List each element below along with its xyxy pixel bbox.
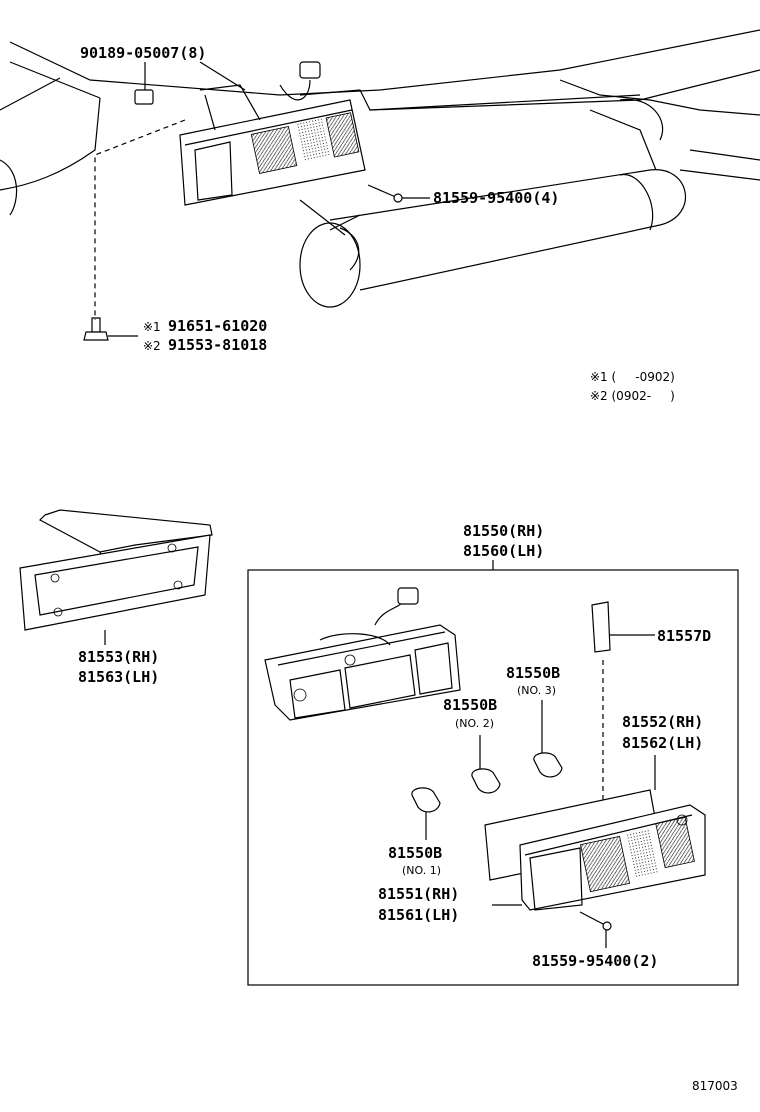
callout-gasket-rh: 81552(RH) bbox=[622, 713, 703, 731]
callout-bracket-rh: 81553(RH) bbox=[78, 648, 159, 666]
vehicle-frame-view bbox=[0, 29, 760, 308]
callout-screw-top: 81559-95400(4) bbox=[433, 189, 559, 207]
callout-bolt-b: 91553-81018 bbox=[168, 336, 267, 354]
callout-lamp-lh: 81560(LH) bbox=[463, 542, 544, 560]
callout-bulb-no3: 81550B bbox=[506, 664, 560, 682]
bulb-no3-sub: (NO. 3) bbox=[517, 684, 556, 697]
callout-gasket-small: 81557D bbox=[657, 627, 711, 645]
callout-gasket-lh: 81562(LH) bbox=[622, 734, 703, 752]
bolt-b-mark: ※2 bbox=[143, 339, 161, 353]
bulb-no2-icon bbox=[471, 735, 501, 794]
callout-bolt-a: 91651-61020 bbox=[168, 317, 267, 335]
bolt-a-mark: ※1 bbox=[143, 320, 161, 334]
callout-bulb-no1: 81550B bbox=[388, 844, 442, 862]
bracket-part bbox=[19, 509, 213, 631]
bolt-icon bbox=[83, 317, 109, 341]
small-gasket bbox=[591, 601, 611, 653]
note-line-2: ※2 (0902- ) bbox=[590, 389, 675, 403]
callout-bulb-no2: 81550B bbox=[443, 696, 497, 714]
screw-icon bbox=[579, 911, 612, 931]
lamp-housing bbox=[264, 587, 461, 721]
callout-lens-rh: 81551(RH) bbox=[378, 885, 459, 903]
figure-id: 817003 bbox=[692, 1079, 738, 1093]
note-line-1: ※1 ( -0902) bbox=[590, 370, 675, 384]
bulb-no3-icon bbox=[533, 700, 563, 778]
callout-lens-lh: 81561(LH) bbox=[378, 906, 459, 924]
callout-screw-bottom: 81559-95400(2) bbox=[532, 952, 658, 970]
lamp-lens bbox=[519, 804, 706, 911]
bulb-no2-sub: (NO. 2) bbox=[455, 717, 494, 730]
mounted-lamp bbox=[134, 61, 366, 206]
callout-lamp-rh: 81550(RH) bbox=[463, 522, 544, 540]
bulb-no1-sub: (NO. 1) bbox=[402, 864, 441, 877]
callout-clip-top: 90189-05007(8) bbox=[80, 44, 206, 62]
bulb-no1-icon bbox=[411, 787, 441, 840]
callout-bracket-lh: 81563(LH) bbox=[78, 668, 159, 686]
